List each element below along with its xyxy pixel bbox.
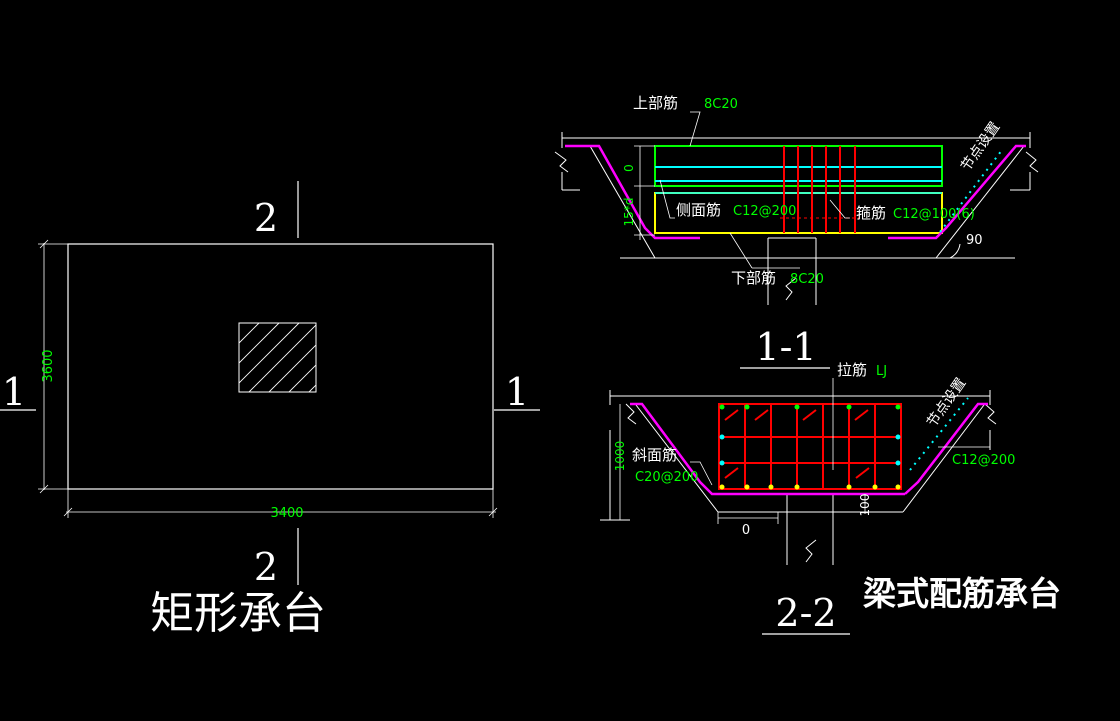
section-1-1-leaders xyxy=(659,111,850,269)
cut-1-left-label: 1 xyxy=(2,370,26,414)
section-cut-marks xyxy=(0,181,540,585)
stirrups xyxy=(783,146,856,233)
node-dotted-line-2 xyxy=(909,397,969,471)
slope-bar-label: 斜面筋 xyxy=(632,446,677,464)
dim-bottom-text: 0 xyxy=(742,523,750,538)
plan-title: 矩形承台 xyxy=(150,588,326,639)
section-1-1-label: 1-1 xyxy=(755,325,816,369)
stirrup-label: 箍筋 xyxy=(856,204,886,222)
slope-bar-right xyxy=(888,144,1026,240)
slope-bar-right-2 xyxy=(904,402,988,495)
section-2-2-outline xyxy=(600,390,997,565)
slope-bar-spec: C20@200 xyxy=(635,470,698,485)
side-bar-label: 侧面筋 xyxy=(676,201,721,219)
stirrup-spec: C12@100(6) xyxy=(893,207,975,222)
section-2-2-dims xyxy=(619,404,990,524)
tie-bar-label: 拉筋 xyxy=(837,361,867,379)
beam-bar-dots xyxy=(719,404,901,490)
dim-height-text: 1000 xyxy=(613,441,627,472)
height-dimension xyxy=(38,239,68,494)
slope-bar-left-2 xyxy=(630,402,905,496)
beam-cage-frame xyxy=(718,403,902,490)
angle-arc xyxy=(949,243,961,259)
side-bar-spec: C12@200 xyxy=(733,204,796,219)
tie-bar-spec: LJ xyxy=(876,364,887,379)
column-hatch xyxy=(238,322,317,393)
pile-cap-outline xyxy=(67,243,494,490)
section-1-1-left-dims xyxy=(634,145,655,240)
drawing-title: 梁式配筋承台 xyxy=(863,574,1061,613)
cut-2-bottom-label: 2 xyxy=(254,545,278,589)
top-bar-label: 上部筋 xyxy=(633,94,678,112)
bottom-bar-spec: 8C20 xyxy=(790,272,824,287)
width-dim-text: 3400 xyxy=(270,506,303,521)
angle-text: 90 xyxy=(966,233,983,248)
section-2-2-label: 2-2 xyxy=(775,591,836,635)
beam-cage-grid xyxy=(719,404,901,489)
height-dim-text: 3600 xyxy=(41,349,56,382)
top-bar-spec: 8C20 xyxy=(704,97,738,112)
bottom-bar-label: 下部筋 xyxy=(731,269,776,287)
plan-view: 3600 3400 2 2 1 1 矩形承台 xyxy=(0,181,540,639)
dim-top-text: 0 xyxy=(622,164,636,172)
right-spec: C12@200 xyxy=(952,453,1015,468)
node-setting-label-1: 节点设置 xyxy=(958,119,1003,174)
node-dotted-line xyxy=(939,149,1003,233)
width-dimension xyxy=(63,489,498,518)
slope-bar-left xyxy=(565,144,700,240)
section-1-1: 90 0 15*d 上部筋 8C20 侧面筋 C12@200 箍筋 C12@10… xyxy=(554,94,1039,369)
cut-2-top-label: 2 xyxy=(254,196,278,240)
dim-side-text: 15*d xyxy=(622,198,636,227)
section-2-2-leaders xyxy=(690,378,834,486)
dim-right-text: 100 xyxy=(858,494,872,517)
cut-1-right-label: 1 xyxy=(505,370,529,414)
section-1-1-outline xyxy=(554,132,1039,305)
